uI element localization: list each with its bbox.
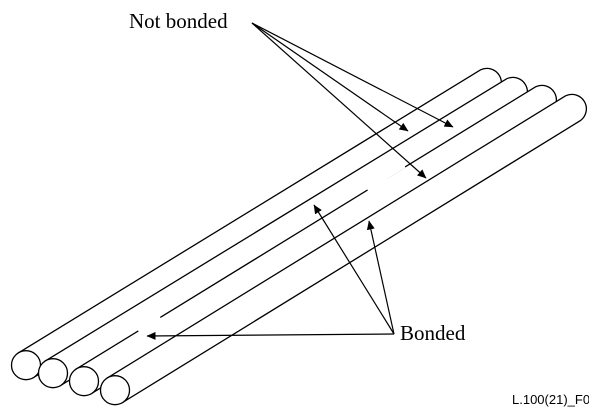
bonded-label: Bonded [400,321,466,345]
not-bonded-label: Not bonded [129,9,228,33]
figure-code-label: L.100(21)_F03 [512,392,589,407]
not-bonded-arrows [251,22,454,179]
fiber-4 [99,93,587,406]
bonded-arrows [146,204,395,340]
unbonded-gaps [137,163,406,334]
fiber-3 [68,84,557,397]
